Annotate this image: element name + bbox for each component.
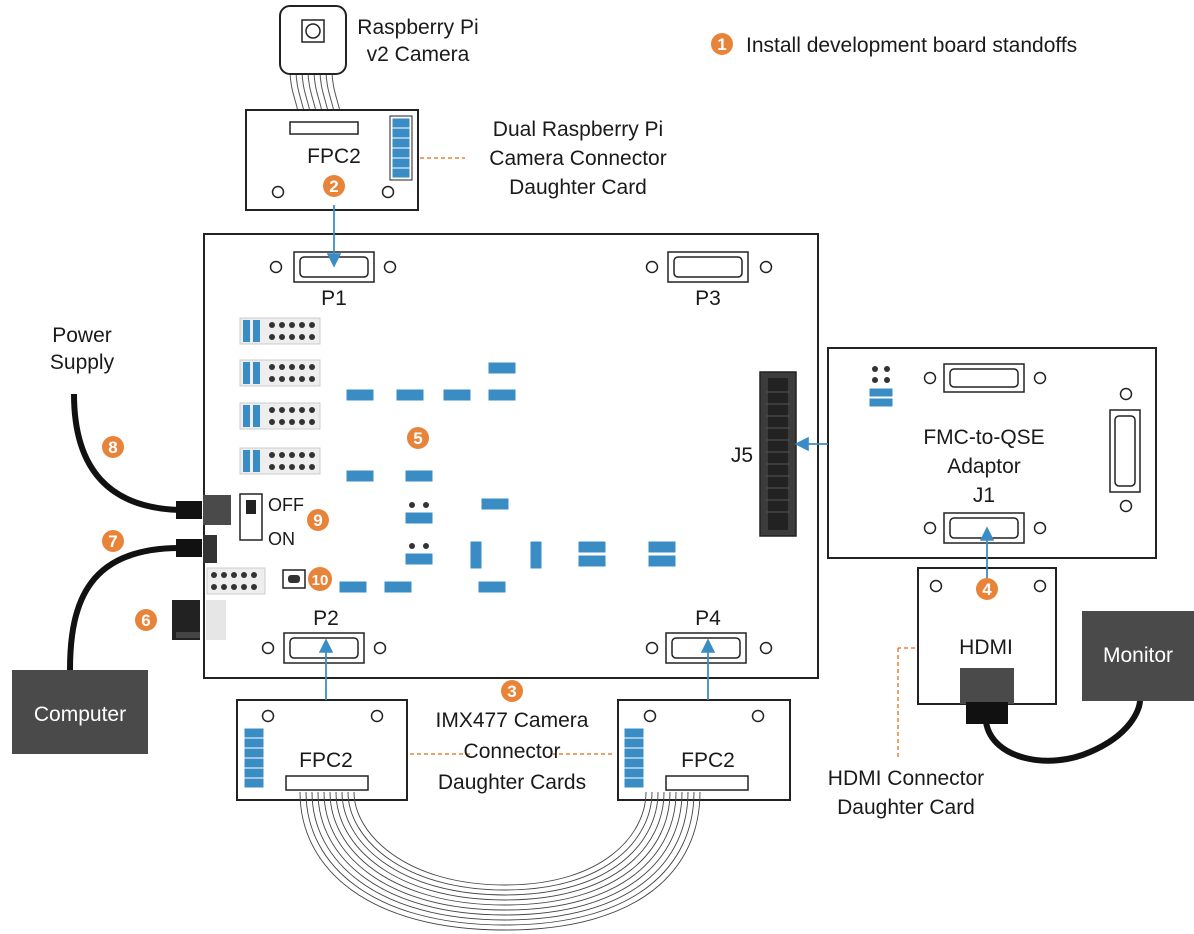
usb-cable xyxy=(67,539,202,671)
imx477-ribbon-cable xyxy=(299,791,701,931)
reset-button-icon[interactable] xyxy=(282,569,306,589)
imx477-label-line1: IMX477 Camera xyxy=(436,709,589,732)
switch-off-label: OFF xyxy=(268,495,304,515)
connector-p3: P3 xyxy=(645,251,773,310)
computer-icon: Computer xyxy=(12,670,148,754)
svg-text:3: 3 xyxy=(507,682,516,701)
step-badge-6: 6 xyxy=(135,609,157,631)
hdmi-card-label-line1: HDMI Connector xyxy=(828,767,984,790)
step-badge-10: 10 xyxy=(308,567,332,591)
board-jumpers xyxy=(338,361,677,594)
j1-label: J1 xyxy=(973,484,995,507)
raspberry-pi-camera: Raspberry Pi v2 Camera xyxy=(279,5,479,131)
imx477-label-line2: Connector xyxy=(464,740,561,763)
computer-label: Computer xyxy=(34,703,126,726)
svg-text:4: 4 xyxy=(982,580,992,599)
step-badge-2: 2 xyxy=(323,175,345,197)
power-supply-label-line2: Supply xyxy=(50,351,115,374)
monitor-icon: Monitor xyxy=(1082,611,1194,701)
svg-text:9: 9 xyxy=(313,511,322,530)
legend-step-number: 1 xyxy=(717,35,726,54)
step-badge-3: 3 xyxy=(501,680,523,702)
connector-j5: J5 xyxy=(731,371,797,537)
svg-text:8: 8 xyxy=(108,438,117,457)
fpc2-top-label: FPC2 xyxy=(307,145,361,168)
fpc2-left-label: FPC2 xyxy=(299,749,353,772)
step-badge-5: 5 xyxy=(407,427,429,449)
p1-label: P1 xyxy=(321,287,347,310)
dual-rpi-label-line2: Camera Connector xyxy=(489,147,666,170)
fmc-to-qse-adaptor: FMC-to-QSE Adaptor J1 xyxy=(827,347,1157,559)
step-badge-7: 7 xyxy=(102,530,124,552)
hdmi-cable xyxy=(966,699,1143,764)
p3-label: P3 xyxy=(695,287,721,310)
pin-header-blue xyxy=(391,117,411,179)
sd-card-icon xyxy=(172,600,200,640)
legend: 1 Install development board standoffs xyxy=(711,33,1077,57)
switch-on-label: ON xyxy=(268,529,295,549)
step-badge-8: 8 xyxy=(102,436,124,458)
j5-label: J5 xyxy=(731,444,753,467)
camera-label-line2: v2 Camera xyxy=(367,43,470,66)
svg-text:10: 10 xyxy=(312,572,329,589)
dual-rpi-label-line3: Daughter Card xyxy=(509,176,647,199)
connection-arrows xyxy=(318,205,995,700)
p2-label: P2 xyxy=(313,607,339,630)
monitor-label: Monitor xyxy=(1103,644,1173,667)
power-jack xyxy=(203,495,231,525)
svg-text:2: 2 xyxy=(329,177,338,196)
imx477-card-right: FPC2 xyxy=(617,699,791,801)
hdmi-label: HDMI xyxy=(959,636,1013,659)
fpc2-right-label: FPC2 xyxy=(681,749,735,772)
legend-step-badge xyxy=(711,33,733,55)
svg-text:5: 5 xyxy=(413,429,422,448)
power-supply-label-line1: Power xyxy=(52,324,112,347)
hdmi-daughter-card: HDMI HDMI Connector Daughter Card xyxy=(828,567,1057,819)
usb-header xyxy=(206,567,266,595)
step-badge-4: 4 xyxy=(976,578,998,600)
fpc-connector xyxy=(289,121,359,135)
hdmi-card-label-line2: Daughter Card xyxy=(837,796,975,819)
camera-lens-icon xyxy=(301,19,325,43)
power-cable xyxy=(71,393,202,519)
imx477-label-line3: Daughter Cards xyxy=(438,771,586,794)
power-switch[interactable]: OFF ON xyxy=(239,493,304,549)
usb-jack xyxy=(203,535,217,563)
fmc-label-line2: Adaptor xyxy=(947,455,1021,478)
development-board: P1 P3 P2 P4 xyxy=(203,233,819,679)
svg-text:6: 6 xyxy=(141,611,150,630)
legend-text: Install development board standoffs xyxy=(746,34,1077,57)
fmc-label-line1: FMC-to-QSE xyxy=(923,426,1044,449)
camera-label-line1: Raspberry Pi xyxy=(357,16,478,39)
svg-text:7: 7 xyxy=(108,532,117,551)
imx477-card-left: FPC2 xyxy=(236,699,408,801)
step-badge-9: 9 xyxy=(307,509,329,531)
jumper-blocks xyxy=(239,317,321,475)
dual-rpi-camera-card: FPC2 Dual Raspberry Pi Camera Connector … xyxy=(245,109,667,211)
dual-rpi-label-line1: Dual Raspberry Pi xyxy=(493,118,663,141)
sd-card-slot xyxy=(206,600,226,640)
p4-label: P4 xyxy=(695,607,721,630)
